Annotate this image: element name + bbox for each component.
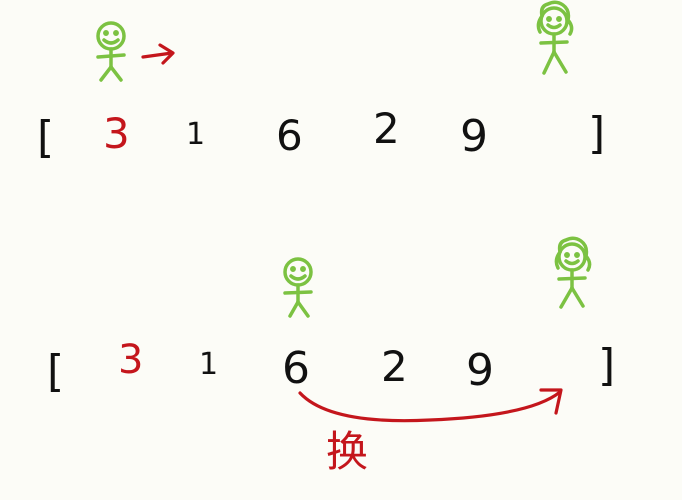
number-cell: 2 — [381, 342, 408, 391]
row-2: [ ] 3 1 6 2 9 换 — [47, 236, 615, 476]
number-cell: 3 — [103, 109, 130, 158]
stick-figure-boy-icon — [96, 21, 126, 82]
stick-figure-girl-icon — [554, 236, 592, 309]
stick-figure-boy-icon — [283, 257, 313, 318]
stick-figure-girl-icon — [536, 0, 574, 75]
number-cell: 3 — [118, 337, 143, 383]
number-cell: 6 — [282, 343, 310, 394]
close-bracket: ] — [598, 340, 615, 391]
close-bracket: ] — [588, 108, 605, 159]
number-cell: 2 — [373, 104, 400, 153]
number-cell: 9 — [466, 345, 494, 396]
number-cell: 6 — [276, 111, 303, 160]
open-bracket: [ — [37, 112, 54, 163]
number-cell: 1 — [186, 117, 205, 152]
number-cell: 1 — [199, 347, 218, 382]
curved-swap-arrow-icon — [298, 388, 563, 423]
open-bracket: [ — [47, 346, 64, 397]
right-arrow-icon — [141, 43, 175, 65]
number-cell: 9 — [460, 111, 488, 162]
row-1: [ ] 3 1 6 2 9 — [37, 0, 605, 163]
swap-label: 换 — [326, 427, 368, 476]
